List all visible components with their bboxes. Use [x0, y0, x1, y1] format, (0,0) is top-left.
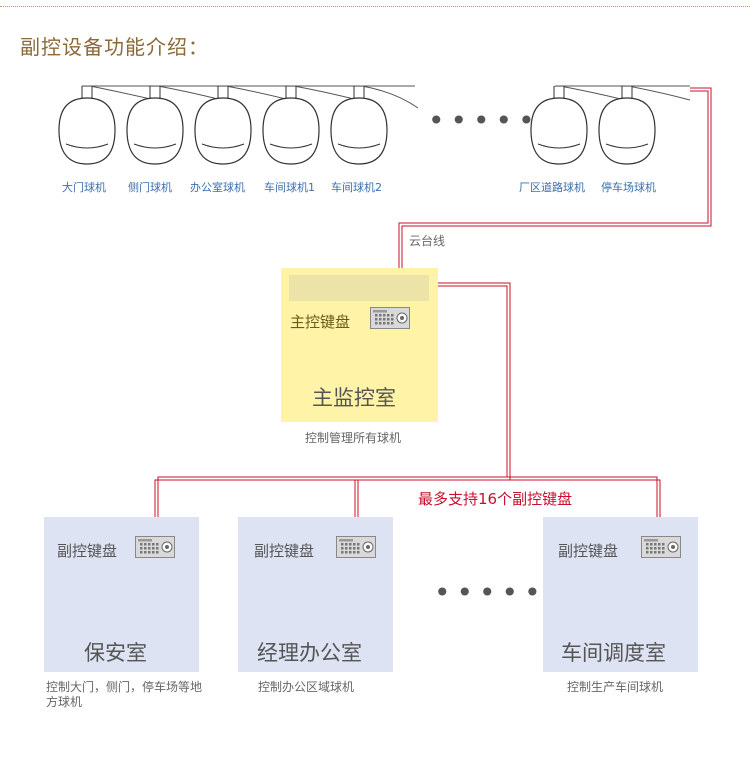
- ptz-dome-camera-icon: [528, 85, 590, 170]
- camera-label: 大门球机: [62, 181, 106, 194]
- ptz-dome-camera-icon: [124, 85, 186, 170]
- room-ellipsis: •••••: [434, 576, 547, 609]
- cam-cable-5: [361, 85, 419, 109]
- sub-room-name-2: 经理办公室: [257, 641, 362, 665]
- sub-room-name-3: 车间调度室: [561, 641, 666, 665]
- ptz-dome-camera-icon: [192, 85, 254, 170]
- keyboard-limit-note: 最多支持16个副控键盘: [418, 490, 573, 508]
- control-keyboard-icon: [336, 536, 376, 558]
- main-keyboard-label: 主控键盘: [290, 313, 351, 331]
- sub-bus-inner: [157, 476, 658, 535]
- sub-room-desc-2: 控制办公区域球机: [258, 680, 355, 694]
- camera-label: 厂区道路球机: [519, 181, 585, 194]
- control-keyboard-icon: [135, 536, 175, 558]
- main-room-desc: 控制管理所有球机: [305, 431, 402, 445]
- cable-label: 云台线: [409, 234, 446, 248]
- sub-keyboard-label-1: 副控键盘: [57, 542, 118, 560]
- sub-bus-outer: [154, 479, 661, 535]
- top-divider: [0, 6, 750, 7]
- camera-label: 车间球机2: [331, 181, 382, 194]
- sub-room-name-1: 保安室: [84, 641, 147, 665]
- ptz-cable-inner: [398, 90, 709, 310]
- sub-keyboard-label-3: 副控键盘: [558, 542, 619, 560]
- camera-label: 车间球机1: [264, 181, 315, 194]
- control-keyboard-icon: [641, 536, 681, 558]
- main-room-banner: [289, 275, 429, 301]
- sub-keyboard-label-2: 副控键盘: [254, 542, 315, 560]
- ptz-dome-camera-icon: [56, 85, 118, 170]
- main-room: [281, 268, 438, 422]
- sub-room-desc-3: 控制生产车间球机: [567, 680, 664, 694]
- ptz-cable-outer: [401, 87, 712, 310]
- cam-cable-7: [627, 85, 691, 101]
- main-room-name: 主监控室: [312, 386, 396, 410]
- sub-room-desc-1: 控制大门，侧门，停车场等地方球机: [46, 680, 203, 709]
- camera-ellipsis: •••••: [428, 104, 541, 137]
- control-keyboard-icon: [370, 307, 410, 329]
- camera-label: 侧门球机: [128, 181, 172, 194]
- ptz-dome-camera-icon: [596, 85, 658, 170]
- camera-label: 停车场球机: [601, 181, 656, 194]
- ptz-dome-camera-icon: [260, 85, 322, 170]
- camera-label: 办公室球机: [190, 181, 245, 194]
- ptz-dome-camera-icon: [328, 85, 390, 170]
- page-title: 副控设备功能介绍：: [20, 35, 209, 59]
